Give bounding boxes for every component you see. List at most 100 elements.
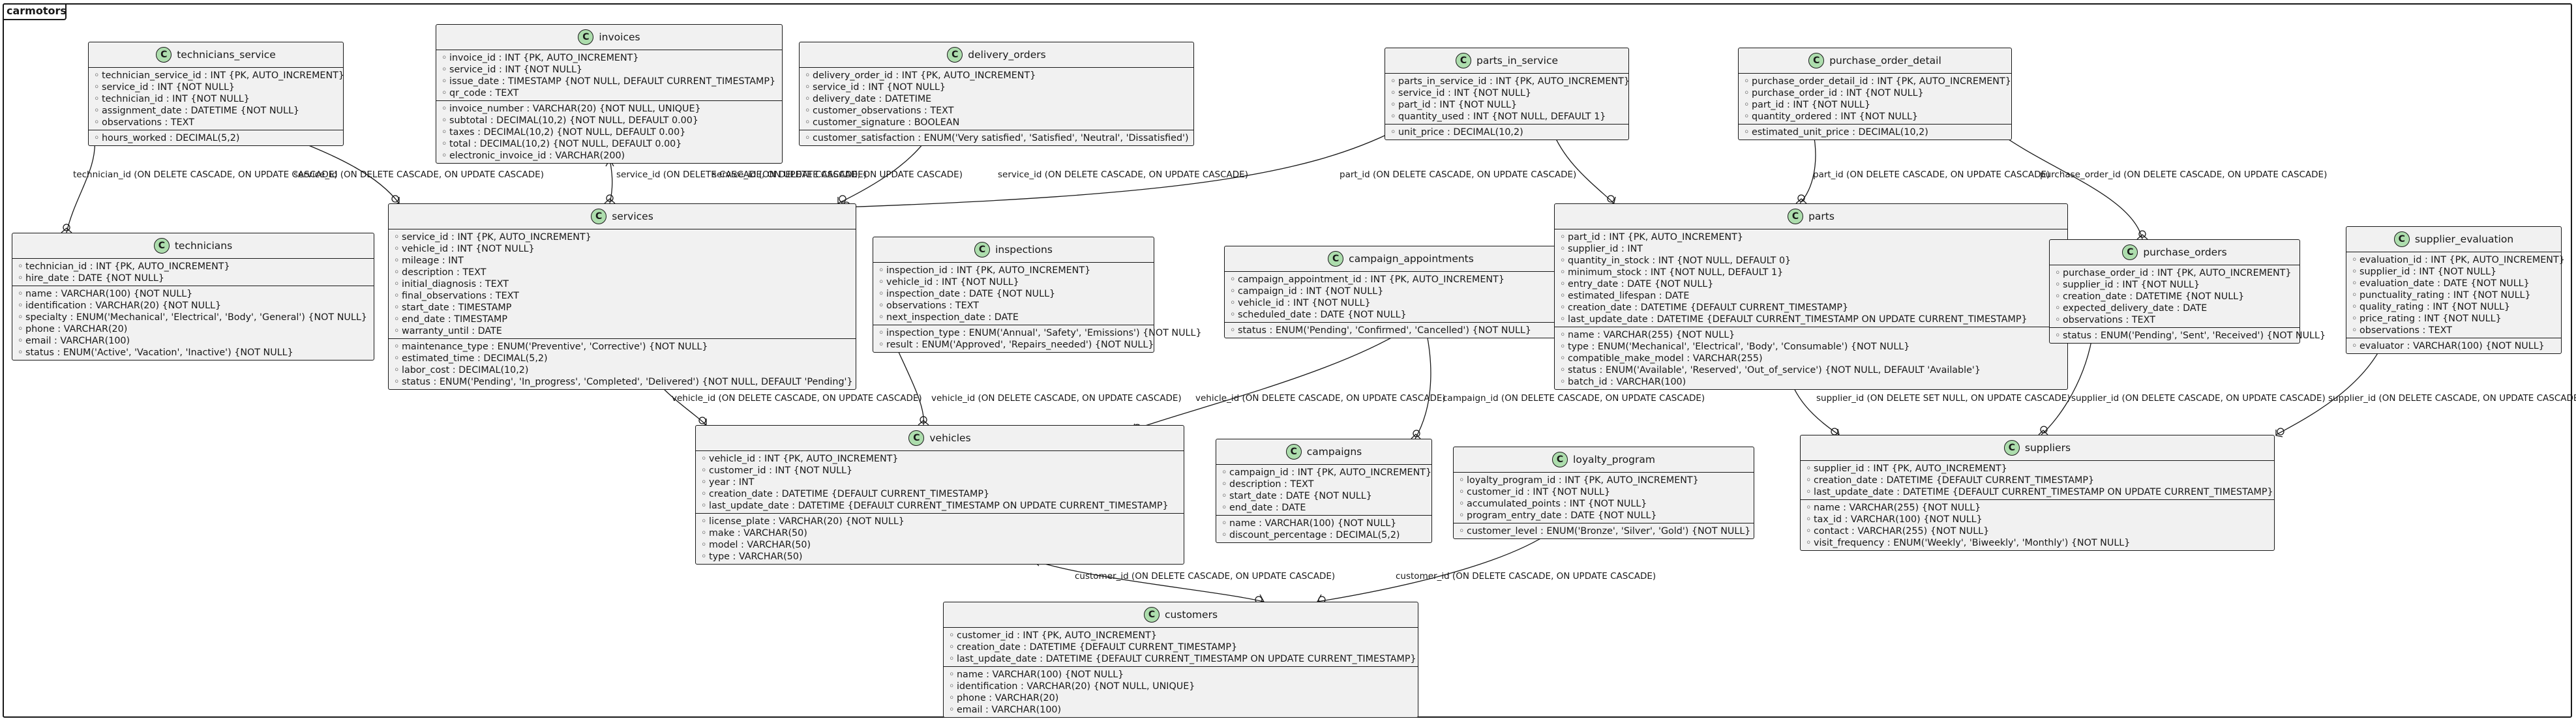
edge-label-r1: technician_id (ON DELETE CASCADE, ON UPD… — [73, 169, 338, 180]
attribute: visit_frequency : ENUM('Weekly', 'Biweek… — [1814, 538, 2131, 548]
attribute: evaluation_date : DATE {NOT NULL} — [2359, 278, 2530, 289]
attribute-list: ◦evaluation_id : INT {PK, AUTO_INCREMENT… — [2352, 255, 2565, 336]
attribute: accumulated_points : INT {NOT NULL} — [1467, 499, 1647, 509]
attribute: estimated_unit_price : DECIMAL(10,2) — [1752, 127, 1928, 138]
attribute: last_update_date : DATETIME {DEFAULT CUR… — [709, 501, 1169, 511]
attribute: service_id : INT {PK, AUTO_INCREMENT} — [402, 232, 592, 243]
attribute: mileage : INT — [402, 256, 464, 266]
edge-purchase-order-detail-to-purchase-orders — [1995, 130, 2143, 240]
attribute: customer_observations : TEXT — [813, 106, 954, 116]
attribute-list: ◦technician_service_id : INT {PK, AUTO_I… — [94, 70, 344, 128]
attribute: quantity_in_stock : INT {NOT NULL, DEFAU… — [1568, 256, 1791, 266]
attribute: quantity_ordered : INT {NOT NULL} — [1752, 111, 1919, 122]
edge-label-r14: supplier_id (ON DELETE CASCADE, ON UPDAT… — [2071, 393, 2326, 404]
class-icon: C — [2122, 244, 2138, 260]
attribute: part_id : INT {PK, AUTO_INCREMENT} — [1568, 232, 1743, 243]
attribute: status : ENUM('Available', 'Reserved', '… — [1568, 365, 1981, 375]
method-list: ◦license_plate : VARCHAR(20) {NOT NULL} … — [696, 513, 1184, 564]
attribute: inspection_id : INT {PK, AUTO_INCREMENT} — [886, 265, 1091, 276]
attribute: customer_id : INT {NOT NULL} — [1467, 487, 1611, 497]
attribute: identification : VARCHAR(20) {NOT NULL, … — [957, 681, 1195, 692]
attribute: quality_rating : INT {NOT NULL} — [2359, 302, 2511, 312]
attribute: evaluation_id : INT {PK, AUTO_INCREMENT} — [2359, 255, 2565, 265]
attribute-list: ◦purchase_order_id : INT {PK, AUTO_INCRE… — [2055, 268, 2292, 325]
attribute: start_date : TIMESTAMP — [402, 302, 512, 313]
method-list: ◦name : VARCHAR(100) {NOT NULL} ◦discoun… — [1216, 515, 1431, 542]
attribute: total : DECIMAL(10,2) {NOT NULL, DEFAULT… — [449, 139, 682, 149]
attribute: delivery_order_id : INT {PK, AUTO_INCREM… — [813, 70, 1036, 81]
attribute-list: ◦parts_in_service_id : INT {PK, AUTO_INC… — [1390, 76, 1630, 122]
attribute: purchase_order_id : INT {NOT NULL} — [1752, 88, 1924, 98]
attribute: electronic_invoice_id : VARCHAR(200) — [449, 151, 625, 161]
attribute: customer_signature : BOOLEAN — [813, 117, 960, 128]
edge-label-r5: service_id (ON DELETE CASCADE, ON UPDATE… — [998, 169, 1248, 180]
attribute: punctuality_rating : INT {NOT NULL} — [2359, 290, 2531, 301]
entity-title: inspections — [995, 244, 1053, 256]
attribute-list: ◦service_id : INT {PK, AUTO_INCREMENT} ◦… — [394, 232, 592, 336]
class-icon: C — [974, 242, 991, 258]
attribute: vehicle_id : INT {NOT NULL} — [402, 244, 535, 254]
attribute: hire_date : DATE {NOT NULL} — [25, 273, 164, 284]
attribute: creation_date : DATETIME {DEFAULT CURREN… — [1568, 302, 1849, 313]
edge-technicians-service-to-technicians — [66, 136, 96, 233]
attribute-list: ◦delivery_order_id : INT {PK, AUTO_INCRE… — [805, 70, 1036, 128]
attribute: estimated_lifespan : DATE — [1568, 291, 1690, 301]
attribute: name : VARCHAR(100) {NOT NULL} — [25, 289, 193, 299]
edge-supplier-evaluation-to-suppliers — [2275, 342, 2384, 435]
attribute: quantity_used : INT {NOT NULL, DEFAULT 1… — [1398, 111, 1606, 122]
attribute: invoice_number : VARCHAR(20) {NOT NULL, … — [449, 104, 701, 114]
entity-title: invoices — [599, 31, 640, 43]
edge-vehicles-to-customers — [1033, 560, 1265, 602]
attribute: service_id : INT {NOT NULL} — [813, 82, 946, 93]
attribute-list: ◦technician_id : INT {PK, AUTO_INCREMENT… — [18, 261, 230, 284]
attribute: technician_id : INT {PK, AUTO_INCREMENT} — [25, 261, 230, 272]
attribute: service_id : INT {NOT NULL} — [102, 82, 235, 93]
method-list: ◦hours_worked : DECIMAL(5,2) — [89, 130, 343, 145]
attribute: final_observations : TEXT — [402, 291, 519, 301]
edge-label-r16: customer_id (ON DELETE CASCADE, ON UPDAT… — [1075, 571, 1335, 581]
attribute: customer_level : ENUM('Bronze', 'Silver'… — [1467, 526, 1751, 537]
edge-label-r4: service_id (ON DELETE CASCADE, ON UPDATE… — [712, 169, 963, 180]
attribute: invoice_id : INT {PK, AUTO_INCREMENT} — [449, 53, 639, 63]
attribute: start_date : DATE {NOT NULL} — [1229, 491, 1372, 501]
attribute: issue_date : TIMESTAMP {NOT NULL, DEFAUL… — [449, 76, 776, 87]
class-icon: C — [1285, 444, 1302, 460]
attribute: model : VARCHAR(50) — [709, 540, 811, 550]
class-icon: C — [2003, 440, 2020, 456]
attribute: inspection_type : ENUM('Annual', 'Safety… — [886, 328, 1202, 338]
attribute: year : INT — [709, 477, 755, 488]
attribute: vehicle_id : INT {NOT NULL} — [1238, 298, 1371, 308]
attribute: program_entry_date : DATE {NOT NULL} — [1467, 510, 1657, 521]
attribute: end_date : DATE — [1229, 503, 1306, 513]
attribute: license_plate : VARCHAR(20) {NOT NULL} — [709, 516, 905, 527]
attribute: customer_id : INT {NOT NULL} — [709, 465, 853, 476]
edge-label-r7: part_id (ON DELETE CASCADE, ON UPDATE CA… — [1813, 169, 2050, 180]
method-list: ◦unit_price : DECIMAL(10,2) — [1385, 124, 1628, 140]
entity-title: technicians_service — [177, 49, 276, 61]
entity-title: vehicles — [929, 432, 971, 444]
attribute: supplier_id : INT {NOT NULL} — [2359, 267, 2497, 277]
attribute: phone : VARCHAR(20) — [25, 324, 128, 334]
edge-label-r3: service_id (ON DELETE CASCADE, ON UPDATE… — [616, 169, 867, 180]
attribute: taxes : DECIMAL(10,2) {NOT NULL, DEFAULT… — [449, 127, 686, 138]
attribute: assignment_date : DATETIME {NOT NULL} — [102, 106, 300, 116]
class-icon: C — [908, 430, 925, 446]
method-list: ◦maintenance_type : ENUM('Preventive', '… — [389, 338, 856, 389]
